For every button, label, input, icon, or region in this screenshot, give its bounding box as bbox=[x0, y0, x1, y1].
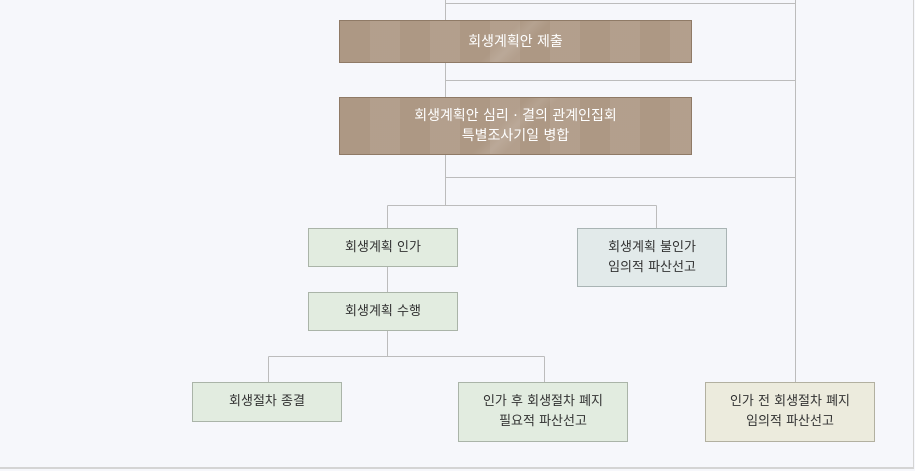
node-label-line-2: 필요적 파산선고 bbox=[499, 414, 587, 429]
node-label: 회생계획 수행 bbox=[345, 303, 421, 319]
node-termination: 회생절차 종결 bbox=[192, 382, 342, 422]
node-label: 회생절차 종결 bbox=[229, 394, 305, 409]
node-label-line-1: 인가 후 회생절차 폐지 bbox=[482, 394, 604, 409]
node-label: 회생계획안 제출 bbox=[468, 33, 563, 50]
node-post-approval-abolition: 인가 후 회생절차 폐지 필요적 파산선고 bbox=[458, 382, 628, 442]
node-label-line-2: 특별조사기일 병합 bbox=[461, 128, 570, 144]
node-disapproval: 회생계획 불인가 임의적 파산선고 bbox=[577, 228, 727, 287]
node-label-line-2: 임의적 파산선고 bbox=[746, 414, 834, 429]
node-label-line-2: 임의적 파산선고 bbox=[608, 259, 696, 275]
node-approval: 회생계획 인가 bbox=[308, 228, 458, 267]
node-label: 회생계획 인가 bbox=[345, 239, 421, 255]
node-submit-plan: 회생계획안 제출 bbox=[339, 20, 692, 63]
node-label-line-1: 회생계획안 심리 · 결의 관계인집회 bbox=[414, 108, 617, 124]
node-label-line-1: 회생계획 불인가 bbox=[608, 239, 696, 255]
node-review-merge: 회생계획안 심리 · 결의 관계인집회 특별조사기일 병합 bbox=[339, 97, 692, 155]
node-pre-approval-abolition: 인가 전 회생절차 폐지 임의적 파산선고 bbox=[705, 382, 875, 442]
node-label-line-1: 인가 전 회생절차 폐지 bbox=[729, 394, 851, 409]
node-execution: 회생계획 수행 bbox=[308, 292, 458, 331]
